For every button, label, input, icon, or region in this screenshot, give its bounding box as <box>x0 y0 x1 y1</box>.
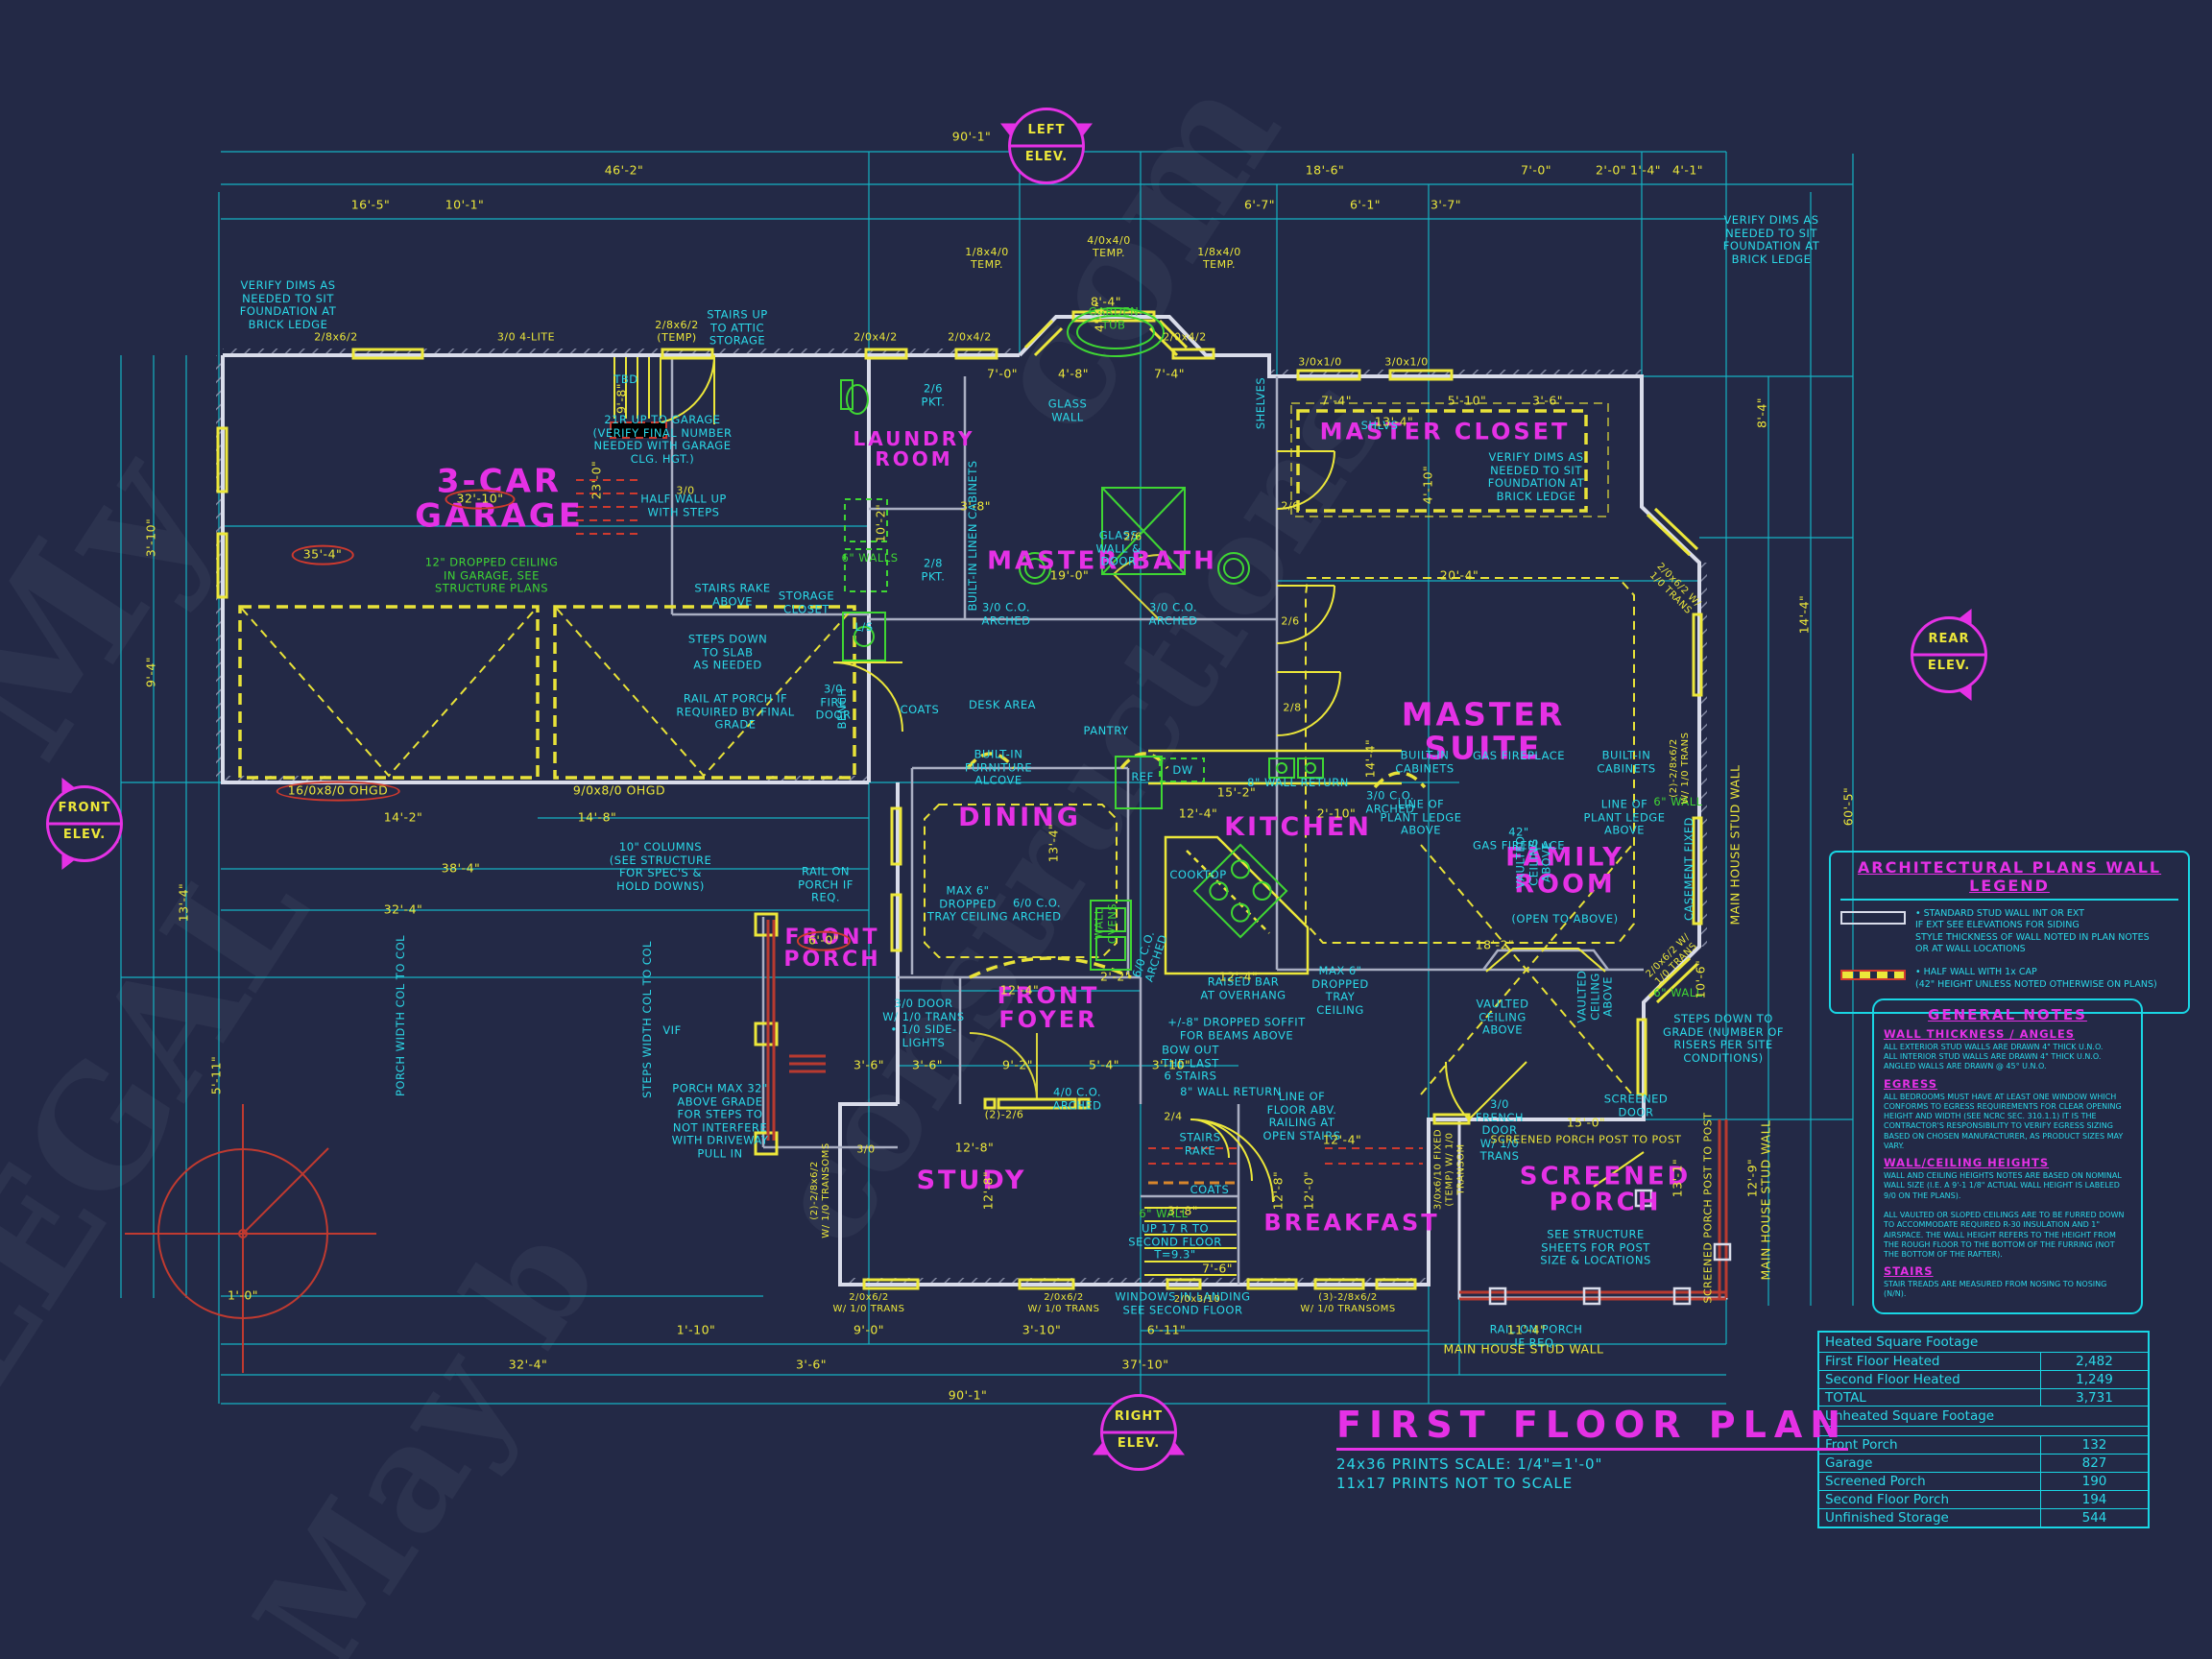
title-block: FIRST FLOOR PLAN 24x36 PRINTS SCALE: 1/4… <box>1336 1404 1849 1494</box>
general-notes-section: WALL/CEILING HEIGHTS WALL AND CEILING HE… <box>1884 1156 2131 1260</box>
doors <box>644 354 1645 1188</box>
table-row: Front Porch 132 <box>1819 1435 2148 1454</box>
general-notes-section: WALL THICKNESS / ANGLES ALL EXTERIOR STU… <box>1884 1027 2131 1072</box>
table-row-value: 190 <box>2040 1473 2148 1490</box>
wall-legend-item: • HALF WALL WITH 1x CAP (42" HEIGHT UNLE… <box>1840 967 2178 991</box>
table-row-label: Front Porch <box>1825 1437 1898 1453</box>
elevation-label: ELEV. <box>1117 1436 1161 1451</box>
heated-header: Heated Square Footage <box>1818 1332 2149 1353</box>
general-notes-sections: WALL THICKNESS / ANGLES ALL EXTERIOR STU… <box>1884 1027 2131 1300</box>
elevation-label: RIGHT <box>1114 1409 1164 1424</box>
table-row-label: Unfinished Storage <box>1825 1510 1949 1526</box>
elevation-label: ELEV. <box>1927 659 1971 673</box>
table-row-value: 827 <box>2040 1455 2148 1472</box>
elevation-divider <box>1912 653 1985 657</box>
unheated-rows: Front Porch 132 Garage 827 Screened Porc… <box>1819 1435 2148 1527</box>
wall-legend-item: • STANDARD STUD WALL INT OR EXT IF EXT S… <box>1840 908 2178 955</box>
general-notes-heading: STAIRS <box>1884 1264 1934 1279</box>
general-notes-body: WALL AND CEILING HEIGHTS NOTES ARE BASED… <box>1884 1171 2125 1259</box>
wall-swatch <box>1840 911 1906 925</box>
table-row-value: 132 <box>2040 1436 2148 1454</box>
square-footage-table: Heated Square Footage First Floor Heated… <box>1817 1331 2150 1528</box>
general-notes-title: GENERAL NOTES <box>1928 1006 2087 1023</box>
general-notes-section: STAIRS STAIR TREADS ARE MEASURED FROM NO… <box>1884 1264 2131 1299</box>
interior-walls <box>670 357 1644 1285</box>
general-notes-body: ALL EXTERIOR STUD WALLS ARE DRAWN 4" THI… <box>1884 1043 2104 1071</box>
kitchen-counters <box>1148 749 1402 975</box>
unheated-header: Unheated Square Footage <box>1818 1406 2149 1427</box>
table-row-label: TOTAL <box>1825 1390 1866 1406</box>
wall-legend-items: • STANDARD STUD WALL INT OR EXT IF EXT S… <box>1840 908 2178 991</box>
table-row-value: 544 <box>2040 1509 2148 1527</box>
wall-hatch <box>216 349 1707 1286</box>
sheet-title: FIRST FLOOR PLAN <box>1336 1404 1849 1451</box>
elevation-marker-rear: REAR ELEV. <box>1889 595 2008 714</box>
table-row-value: 194 <box>2040 1491 2148 1508</box>
table-row-label: Garage <box>1825 1455 1873 1471</box>
elevation-marker-right: RIGHT ELEV. <box>1079 1373 1198 1492</box>
wall-swatch <box>1840 970 1906 981</box>
table-spacer <box>1819 1426 2148 1435</box>
general-notes-body: STAIR TREADS ARE MEASURED FROM NOSING TO… <box>1884 1280 2107 1299</box>
table-row: Unfinished Storage 544 <box>1819 1508 2148 1527</box>
stairs <box>576 357 1423 1276</box>
wall-legend-title: ARCHITECTURAL PLANS WALL LEGEND <box>1840 858 2178 901</box>
table-row: Second Floor Porch 194 <box>1819 1490 2148 1508</box>
elevation-label: FRONT <box>58 801 111 815</box>
general-notes-section: EGRESS ALL BEDROOMS MUST HAVE AT LEAST O… <box>1884 1077 2131 1151</box>
general-notes-heading: WALL THICKNESS / ANGLES <box>1884 1027 2075 1041</box>
elevation-label: REAR <box>1928 632 1970 646</box>
table-row-value: 1,249 <box>2040 1371 2148 1388</box>
general-notes-body: ALL BEDROOMS MUST HAVE AT LEAST ONE WIND… <box>1884 1092 2124 1150</box>
exterior-walls <box>221 315 1728 1300</box>
windows <box>216 310 1703 1290</box>
table-row-label: Second Floor Heated <box>1825 1372 1960 1387</box>
elevation-divider <box>1102 1431 1175 1434</box>
elevation-label: ELEV. <box>1024 150 1069 164</box>
site-compass <box>125 1104 376 1373</box>
table-row-label: Second Floor Porch <box>1825 1492 1950 1507</box>
elevation-label: ELEV. <box>62 828 107 842</box>
table-row: Screened Porch 190 <box>1819 1472 2148 1490</box>
half-walls-dashed <box>238 409 1588 979</box>
table-row: Second Floor Heated 1,249 <box>1819 1370 2148 1388</box>
elevation-label: LEFT <box>1027 123 1066 137</box>
elevation-marker-left: LEFT ELEV. <box>987 86 1106 205</box>
tray-ceilings-dashed <box>241 402 1635 1095</box>
table-row-label: Screened Porch <box>1825 1474 1926 1489</box>
elevation-marker-front: FRONT ELEV. <box>25 764 144 883</box>
general-notes-panel: GENERAL NOTES WALL THICKNESS / ANGLES AL… <box>1872 998 2143 1314</box>
general-notes-heading: WALL/CEILING HEIGHTS <box>1884 1156 2050 1170</box>
wall-legend-item-text: • HALF WALL WITH 1x CAP (42" HEIGHT UNLE… <box>1915 967 2157 990</box>
wall-legend-item-text: • STANDARD STUD WALL INT OR EXT IF EXT S… <box>1915 908 2150 955</box>
screened-porch-posts <box>1488 1189 1732 1306</box>
table-row: First Floor Heated 2,482 <box>1819 1352 2148 1370</box>
table-row-label: First Floor Heated <box>1825 1354 1940 1369</box>
heated-rows: First Floor Heated 2,482 Second Floor He… <box>1819 1352 2148 1407</box>
porch-red-rails <box>766 920 1728 1301</box>
table-row: TOTAL 3,731 <box>1819 1388 2148 1407</box>
table-row-value: 2,482 <box>2040 1353 2148 1370</box>
elevation-divider <box>48 822 121 826</box>
table-row-value: 3,731 <box>2040 1389 2148 1407</box>
general-notes-heading: EGRESS <box>1884 1076 1938 1091</box>
elevation-divider <box>1010 144 1083 148</box>
wall-legend-panel: ARCHITECTURAL PLANS WALL LEGEND • STANDA… <box>1829 851 2190 1015</box>
sheet-scale-note: 24x36 PRINTS SCALE: 1/4"=1'-0" 11x17 PRI… <box>1336 1455 1603 1493</box>
fixtures <box>840 307 1324 971</box>
table-row: Garage 827 <box>1819 1454 2148 1472</box>
gas-fireplace <box>1485 948 1606 973</box>
